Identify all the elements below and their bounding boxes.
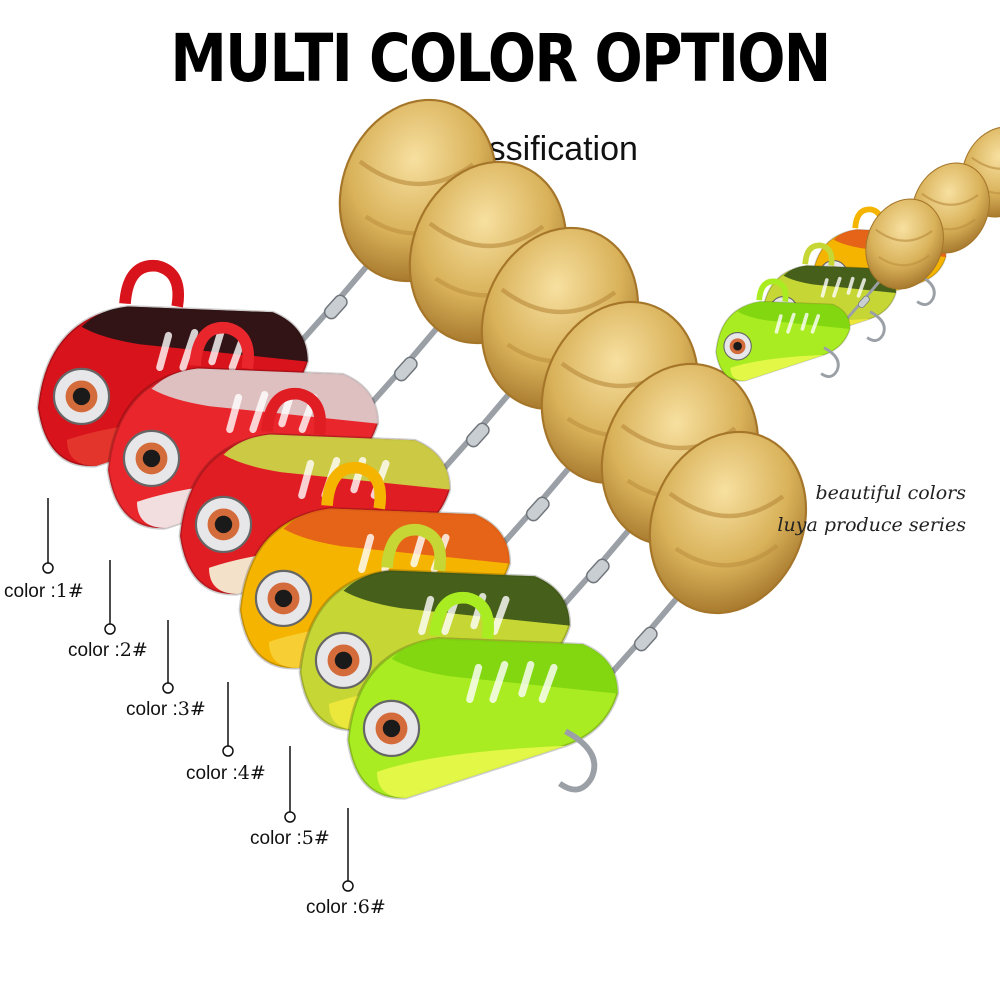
swivel-wire (603, 587, 687, 682)
swivel (525, 496, 550, 522)
line-tie (756, 278, 789, 303)
lure-markings (418, 592, 510, 636)
line-tie (189, 322, 254, 370)
spinner-blade (648, 430, 808, 615)
lure-markings (466, 660, 558, 704)
leader-dot (284, 811, 296, 823)
swivel (465, 422, 490, 448)
color-label-prefix: color : (186, 763, 238, 784)
line-tie (321, 462, 386, 510)
color-label-3: color :3# (126, 698, 206, 721)
color-label-number: 2# (119, 639, 148, 661)
blade-ripple (500, 287, 617, 315)
color-label-5: color :5# (250, 827, 330, 850)
leader-dot (162, 682, 174, 694)
lure-markings (820, 276, 867, 298)
swivel (323, 294, 348, 320)
leader-lines (42, 498, 354, 892)
lure (715, 198, 944, 382)
lure-markings (226, 390, 318, 434)
lure-group (36, 98, 808, 800)
lure-pupil (334, 651, 353, 670)
color-label-prefix: color : (250, 828, 302, 849)
swivel (633, 626, 658, 652)
blade-ripple (875, 228, 933, 242)
leader-dot (42, 562, 54, 574)
lure-pupil (214, 515, 233, 534)
leader-dot (104, 623, 116, 635)
treble-hook (820, 346, 840, 379)
lure-belly (730, 354, 824, 381)
swivel-wire (495, 457, 579, 552)
blade-ripple (668, 491, 785, 519)
blade-ripple (428, 221, 545, 249)
spinner-blade (865, 198, 944, 290)
color-label-prefix: color : (306, 897, 358, 918)
page-title: MULTI COLOR OPTION (170, 20, 831, 97)
color-label-number: 3# (177, 698, 206, 720)
leader-dot (222, 745, 234, 757)
tagline-line-2: luya produce series (777, 514, 966, 536)
line-tie (802, 242, 835, 267)
tagline-line-1: beautiful colors (815, 482, 967, 504)
swivel-wire (555, 519, 639, 614)
lure-pupil (142, 449, 161, 468)
color-label-6: color :6# (306, 896, 386, 919)
lure-pupil (733, 341, 742, 351)
lure-pupil (382, 719, 401, 738)
line-tie (381, 524, 446, 572)
line-tie (119, 260, 184, 308)
swivel (857, 295, 870, 308)
line-tie (261, 388, 326, 436)
lure-markings (774, 312, 821, 334)
inset-lure-group (715, 126, 1000, 382)
color-label-prefix: color : (4, 581, 56, 602)
swivel (393, 356, 418, 382)
lure-markings (156, 328, 248, 372)
swivel-wire (435, 383, 519, 478)
color-label-number: 6# (357, 896, 386, 918)
lure (346, 430, 808, 800)
color-label-1: color :1# (4, 580, 84, 603)
blade-ripple (921, 192, 979, 206)
color-label-2: color :2# (68, 639, 148, 662)
color-label-4: color :4# (186, 762, 266, 785)
blade-ripple (971, 156, 1000, 170)
line-tie (429, 592, 494, 640)
swivel-wire (293, 255, 377, 350)
blade-ripple (878, 254, 930, 267)
treble-hook (558, 728, 598, 793)
treble-hook (866, 310, 886, 343)
blade-ripple (674, 543, 779, 568)
color-label-number: 4# (237, 762, 266, 784)
lure-pupil (274, 589, 293, 608)
lure-belly (377, 745, 566, 798)
color-label-number: 5# (301, 827, 330, 849)
treble-hook (916, 274, 936, 307)
lure-pupil (72, 387, 91, 406)
color-label-number: 1# (55, 580, 84, 602)
swivel (585, 558, 610, 584)
color-label-prefix: color : (126, 699, 178, 720)
swivel-wire (363, 317, 447, 412)
leader-dot (342, 880, 354, 892)
color-label-prefix: color : (68, 640, 120, 661)
